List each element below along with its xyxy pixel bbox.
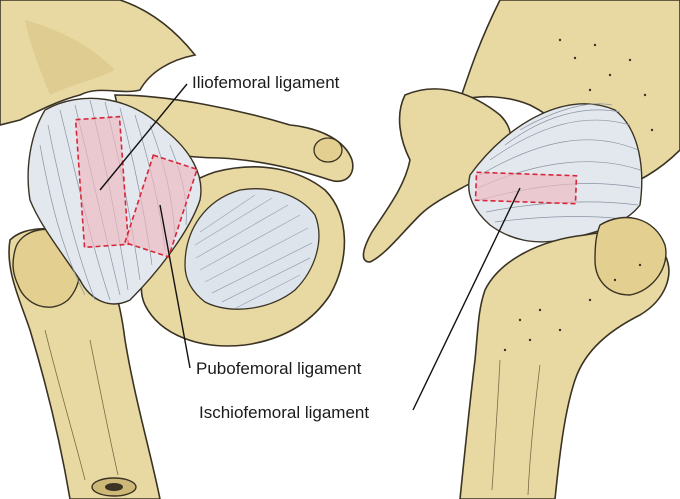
femur-marrow (105, 483, 123, 491)
ischiofemoral-highlight (476, 172, 577, 203)
pubofemoral-ligament-label: Pubofemoral ligament (196, 359, 361, 379)
posterior-view (363, 0, 680, 499)
iliofemoral-ligament-label: Iliofemoral ligament (192, 73, 339, 93)
pubic-tubercle (314, 138, 342, 162)
iliofemoral-highlight (76, 117, 129, 248)
ischiofemoral-ligament-label: Ischiofemoral ligament (199, 403, 369, 423)
